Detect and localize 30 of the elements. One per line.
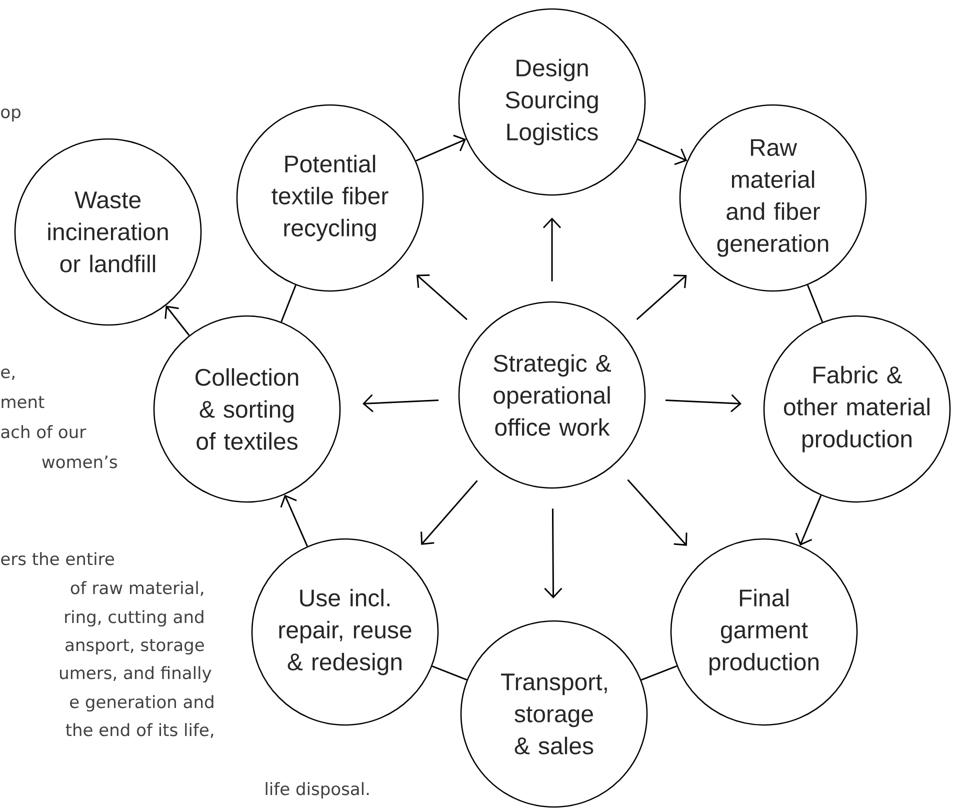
arrow	[666, 394, 742, 412]
connector-line	[432, 666, 468, 680]
text-fragment: e,	[1, 368, 14, 380]
text-fragment: ansport, storage	[66, 639, 204, 655]
text-fragment: life disposal.	[266, 782, 369, 799]
arrow	[544, 508, 562, 598]
arrow	[542, 218, 562, 282]
arrow	[362, 394, 439, 412]
text-fragment: of raw material,	[70, 581, 204, 596]
text-fragment: women’s	[42, 456, 117, 468]
text-fragment: ach of our	[1, 425, 86, 438]
text-fragment: ment	[2, 396, 44, 408]
connector-line	[806, 284, 824, 322]
arrow	[280, 494, 308, 547]
arrow	[627, 479, 688, 546]
arrow	[636, 274, 687, 320]
arrow	[638, 138, 688, 166]
text-fragment: e generation and	[70, 695, 214, 712]
arrow	[416, 274, 468, 320]
text-fragment: the end of its life,	[66, 723, 214, 738]
arrow	[416, 134, 466, 162]
connector-line	[280, 284, 296, 322]
arrow	[420, 480, 478, 545]
text-fragment: op	[1, 108, 20, 122]
connector-line	[640, 665, 678, 681]
text-fragment: ers the entire	[1, 552, 114, 566]
arrow	[795, 495, 822, 546]
text-fragment: umers, and finally	[60, 666, 212, 683]
arrow	[164, 306, 190, 336]
text-fragment: ring, cutting and	[65, 610, 204, 627]
